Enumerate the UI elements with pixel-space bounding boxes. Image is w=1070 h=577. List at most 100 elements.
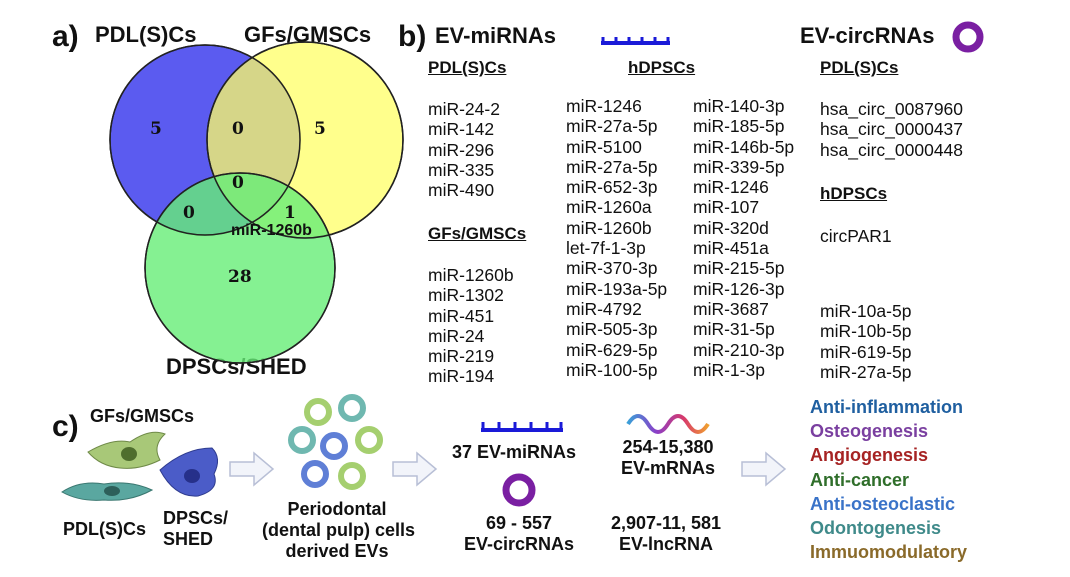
effect-item: Osteogenesis — [810, 421, 929, 442]
mirna-item: hsa_circ_0000437 — [820, 119, 964, 140]
mrna-count: 254-15,380 EV-mRNAs — [620, 437, 716, 478]
mirna-item: miR-107 — [693, 197, 760, 218]
venn-count-pdl-gf: 0 — [232, 119, 244, 139]
mirna-item: miR-451 — [428, 305, 495, 326]
mirna-item: miR-24 — [428, 325, 485, 346]
mirna-item: miR-505-3p — [566, 319, 658, 340]
mirna-item: miR-652-3p — [566, 177, 658, 198]
mirna-item: miR-4792 — [566, 298, 642, 319]
circ-dpsc-list: circPAR1 — [820, 226, 892, 246]
circ-count: 69 - 557 EV-circRNAs — [463, 513, 575, 554]
mirna-comb-icon-c — [481, 422, 563, 432]
mirna-item: miR-31-5p — [693, 319, 775, 340]
mirna-item: miR-296 — [428, 139, 495, 160]
cell-gf-label: GFs/GMSCs — [90, 406, 195, 426]
mirna-item: hsa_circ_0087960 — [820, 99, 964, 119]
mirna-item: miR-490 — [428, 180, 495, 201]
gf-cell-icon — [87, 431, 166, 469]
gf-mirna-heading: GFs/GMSCs — [428, 224, 527, 243]
mirna-item: miR-1260b — [428, 265, 514, 285]
venn-count-pdl-only: 5 — [150, 119, 162, 139]
mirna-item: miR-1260b — [566, 217, 652, 238]
effect-item: Anti-cancer — [810, 469, 910, 490]
circ-dpsc-heading: hDPSCs — [820, 184, 888, 203]
mirna-comb-icon — [601, 37, 670, 45]
mirna-item: miR-370-3p — [566, 258, 658, 279]
mirna-item: miR-140-3p — [693, 96, 785, 116]
mirna-item: miR-451a — [693, 238, 769, 259]
mirna-item: circPAR1 — [820, 226, 892, 246]
venn-count-gf-only: 5 — [314, 119, 326, 139]
mirna-item: miR-619-5p — [820, 341, 912, 362]
mirna-item: miR-339-5p — [693, 156, 785, 177]
circrna-ring-icon-c — [502, 473, 536, 507]
mirna-item: miR-215-5p — [693, 258, 785, 279]
effect-item: Immuomodulatory — [810, 542, 968, 563]
venn-count-pdl-dp: 0 — [183, 203, 195, 223]
mirna-item: miR-219 — [428, 346, 495, 367]
arrow-1-icon — [229, 451, 275, 487]
mirna-item: miR-1246 — [566, 96, 642, 116]
circrna-header: EV-circRNAs — [800, 23, 935, 48]
pdl-mirna-heading: PDL(S)Cs — [428, 58, 507, 77]
mirna-item: miR-335 — [428, 159, 495, 180]
mirna-item: miR-126-3p — [693, 278, 785, 299]
mirna-item: miR-146b-5p — [693, 136, 795, 157]
mirna-item: miR-27a-5p — [820, 361, 912, 382]
circ-pdl-heading: PDL(S)Cs — [820, 58, 899, 77]
mirna-item: miR-1302 — [428, 285, 504, 306]
mirna-item: miR-1246 — [693, 177, 769, 198]
arrow-2-icon — [392, 451, 438, 487]
mirna-item: let-7f-1-3p — [566, 238, 646, 259]
mirna-header: EV-miRNAs — [435, 23, 557, 48]
ev-cluster-icon — [288, 394, 383, 490]
cell-pdl-label: PDL(S)Cs — [63, 519, 147, 539]
venn-label-pdl: PDL(S)Cs — [95, 22, 197, 47]
mirna-item: miR-5100 — [566, 136, 642, 157]
arrow-3-icon — [741, 451, 787, 487]
mirna-item: miR-100-5p — [566, 359, 658, 380]
mirna-item: miR-185-5p — [693, 116, 785, 137]
mirna-item: miR-193a-5p — [566, 278, 668, 299]
venn-count-gf-dp: 1 — [284, 203, 296, 223]
circrna-ring-icon — [952, 21, 984, 53]
venn-count-dp-only: 28 — [228, 267, 252, 287]
venn-shared-mirna: miR-1260b — [231, 222, 312, 239]
dpsc-cell-icon — [159, 447, 218, 497]
panel-c-letter: c) — [52, 410, 79, 443]
mirna-item: miR-1-3p — [693, 359, 765, 380]
mirna-item: miR-27a-5p — [566, 156, 658, 177]
effect-item: Odontogenesis — [810, 518, 942, 539]
panel-b-letter: b) — [398, 20, 427, 53]
effect-item: Anti-osteoclastic — [810, 493, 956, 514]
mirna-count: 37 EV-miRNAs — [452, 442, 577, 462]
cell-dpsc-label: DPSCs/ SHED — [163, 508, 229, 549]
ev-label: Periodontal (dental pulp) cells derived … — [262, 499, 416, 561]
mirna-item: miR-210-3p — [693, 339, 785, 360]
mirna-item: miR-3687 — [693, 298, 769, 319]
panel-a-letter: a) — [52, 20, 79, 53]
effect-item: Angiogenesis — [810, 445, 929, 466]
mirna-item: miR-1260a — [566, 197, 652, 218]
mirna-item: miR-27a-5p — [566, 116, 658, 137]
pdl-cell-icon — [61, 482, 154, 501]
effect-item: Anti-inflammation — [810, 397, 963, 417]
venn-count-all: 0 — [232, 173, 244, 193]
mirna-item: miR-10b-5p — [820, 321, 912, 342]
mrna-wave-icon — [626, 414, 710, 434]
mirna-item: miR-24-2 — [428, 99, 500, 119]
mirna-item: miR-10a-5p — [820, 301, 912, 321]
mirna-item: miR-194 — [428, 366, 495, 387]
mirna-item: miR-320d — [693, 217, 769, 238]
mirna-item: miR-629-5p — [566, 339, 658, 360]
lnc-count: 2,907-11, 581 EV-lncRNA — [610, 513, 722, 554]
dpsc-mirna-heading: hDPSCs — [628, 58, 696, 77]
